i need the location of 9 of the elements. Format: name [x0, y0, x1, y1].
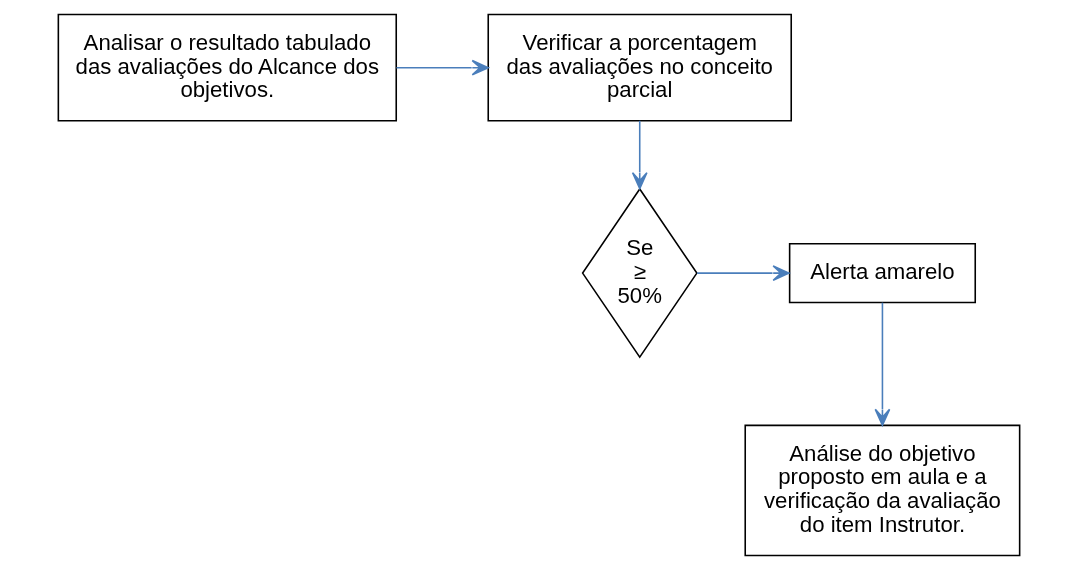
- node-box: Alerta amarelo: [788, 242, 976, 304]
- arrow: [874, 301, 890, 427]
- arrow: [631, 120, 648, 190]
- node-box: Verificar a porcentagem das avaliações no conceito parcial: [486, 13, 792, 122]
- node-box: Análise do objetivo proposto em aula e a verificação da avaliação do item Instrutor.: [743, 424, 1020, 557]
- arrow: [395, 59, 489, 76]
- node-box: Analisar o resultado tabulado das avaliações do Alcance dos objetivos.: [57, 13, 397, 122]
- node-diamond: Se ≥ 50%: [581, 187, 698, 359]
- arrow: [695, 265, 790, 282]
